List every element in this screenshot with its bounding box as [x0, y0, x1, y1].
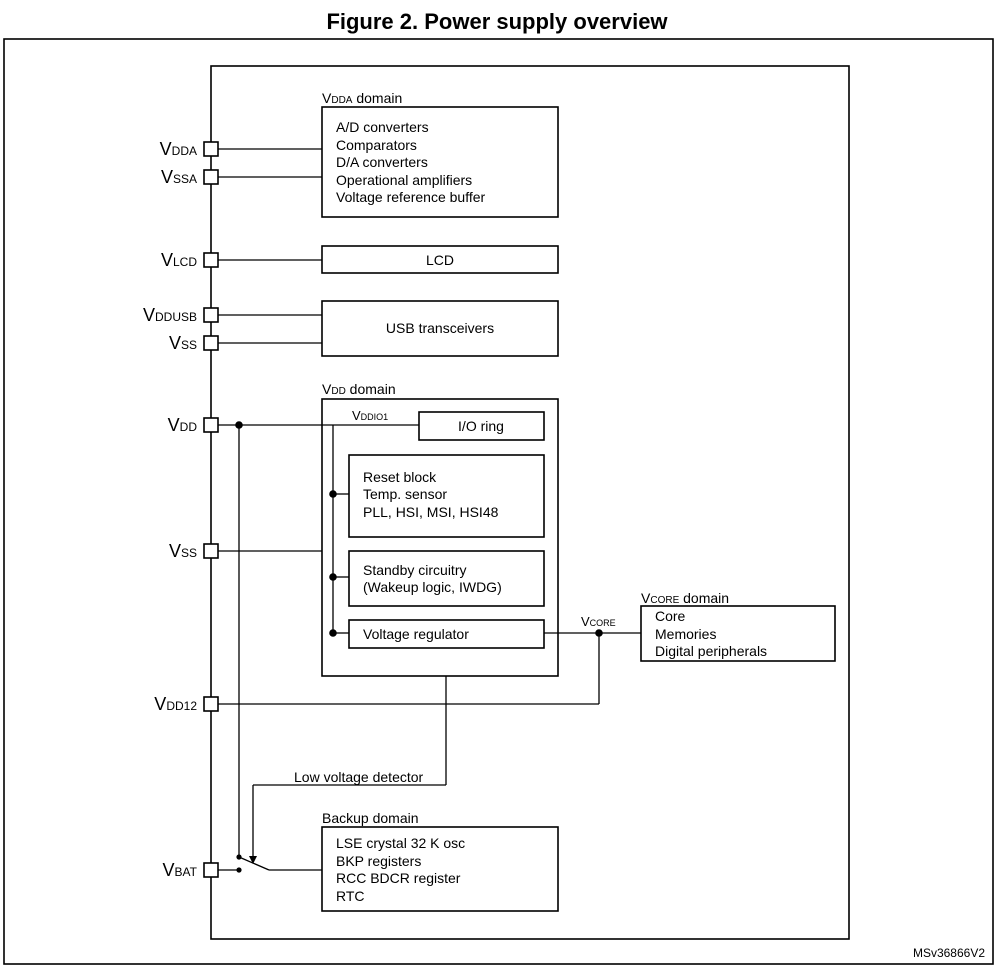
vdda-item: Voltage reference buffer [336, 189, 486, 205]
pin-label-vlcd: VLCD [161, 250, 197, 270]
vdda-domain-box [321, 106, 559, 218]
pin-label-vssa: VSSA [161, 167, 197, 187]
standby-item: (Wakeup logic, IWDG) [363, 579, 502, 595]
voltage-regulator-box [348, 619, 545, 649]
voltage-regulator-label: Voltage regulator [363, 626, 469, 642]
vcore-domain-title: VCORE domain [641, 590, 729, 606]
reset-block-box [348, 454, 545, 538]
vdd-domain-title: VDD domain [322, 381, 396, 397]
vcore-item: Digital peripherals [655, 643, 767, 659]
backup-item: RCC BDCR register [336, 870, 461, 886]
pin-label-vdd: VDD [168, 415, 198, 435]
backup-item: LSE crystal 32 K osc [336, 835, 465, 851]
pin-label-vddusb: VDDUSB [143, 305, 197, 325]
vcore-item: Memories [655, 626, 716, 642]
vdd-domain-box [321, 398, 559, 677]
figure-id: MSv36866V2 [913, 946, 985, 960]
pin-label-vbat: VBAT [163, 860, 198, 880]
lcd-box [321, 245, 559, 274]
vcore-domain-box [640, 605, 836, 662]
pin-label-vdd12: VDD12 [154, 694, 197, 714]
backup-item: BKP registers [336, 853, 421, 869]
usb-transceivers-box [321, 300, 559, 357]
junction-dots [235, 421, 603, 873]
reset-block-item: PLL, HSI, MSI, HSI48 [363, 504, 499, 520]
vdda-domain-title: VDDA domain [322, 90, 402, 106]
io-ring-label: I/O ring [458, 418, 504, 434]
pin-label-vss-usb: VSS [169, 333, 197, 353]
reset-block-item: Reset block [363, 469, 437, 485]
chip-outline [210, 65, 850, 940]
pin-label-vdda: VDDA [160, 139, 197, 159]
io-ring-box [418, 411, 545, 441]
vdda-item: Operational amplifiers [336, 172, 472, 188]
figure-title: Figure 2. Power supply overview [326, 9, 668, 34]
backup-item: RTC [336, 888, 365, 904]
backup-domain-title: Backup domain [322, 810, 419, 826]
pin-label-vss: VSS [169, 541, 197, 561]
vdda-item: A/D converters [336, 119, 429, 135]
reset-block-item: Temp. sensor [363, 486, 447, 502]
vcore-item: Core [655, 608, 686, 624]
vdda-item: D/A converters [336, 154, 428, 170]
vddio1-label: VDDIO1 [352, 408, 388, 423]
standby-item: Standby circuitry [363, 562, 466, 578]
figure-frame [3, 38, 994, 965]
low-voltage-detector-label: Low voltage detector [294, 769, 424, 785]
usb-transceivers-label: USB transceivers [386, 320, 494, 336]
backup-domain-box [321, 826, 559, 912]
pin-squares [203, 141, 219, 878]
lcd-label: LCD [426, 252, 454, 268]
vcore-net-label: VCORE [581, 614, 616, 629]
vdda-item: Comparators [336, 137, 417, 153]
standby-box [348, 550, 545, 607]
wires [218, 148, 641, 871]
